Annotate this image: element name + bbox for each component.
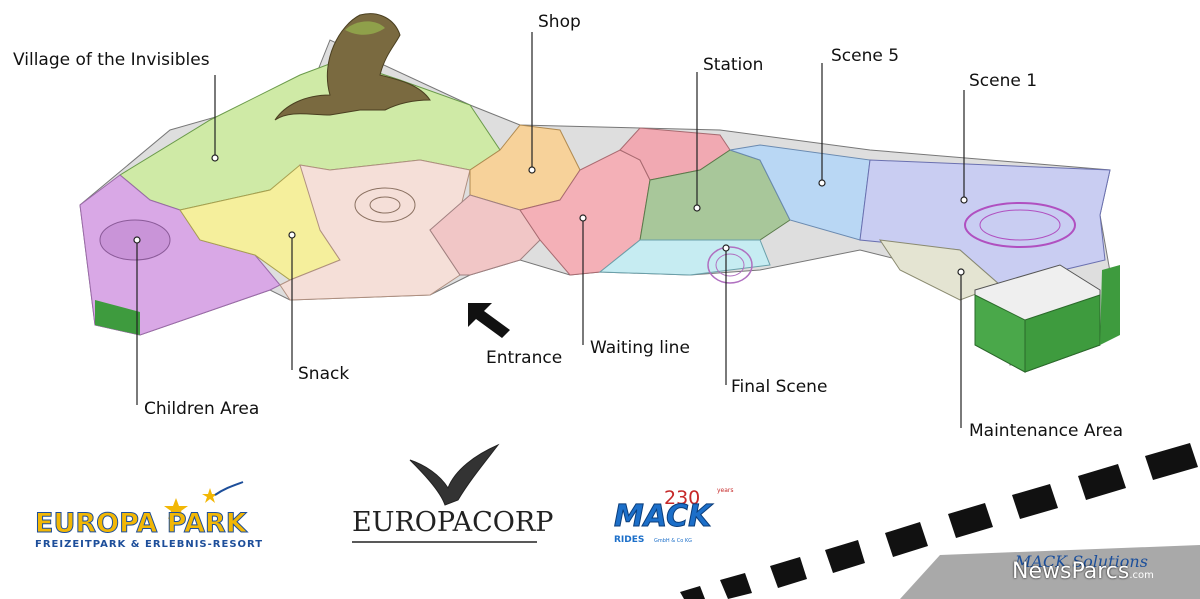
label-scene-1: Scene 1 [969, 71, 1038, 91]
label-entrance: Entrance [486, 348, 563, 368]
label-waiting-line: Waiting line [590, 338, 690, 358]
leader-lines [133, 32, 968, 428]
europacorp-angel-icon [409, 443, 500, 506]
zone-waiting-line [519, 127, 731, 276]
mack-solutions-logo: MACK Solutions [1015, 552, 1148, 571]
europacorp-logo: EUROPACORP [352, 507, 554, 538]
label-snack: Snack [298, 364, 350, 384]
label-final-scene: Final Scene [731, 377, 828, 397]
zone-scene1 [859, 159, 1111, 286]
europa-park-swoosh [214, 481, 244, 496]
zone-plaza [279, 159, 471, 301]
entrance-arrow-icon [468, 303, 510, 338]
label-children-area: Children Area [144, 399, 260, 419]
newsparcs-watermark-name: NewsParcs [1012, 559, 1130, 584]
mack-wordmark: MACK [613, 499, 712, 535]
newsparcs-watermark: NewsParcs.com [1012, 559, 1154, 584]
mack-230-label: 230 [664, 487, 701, 509]
hazard-tape [660, 440, 1200, 599]
europa-park-star-icon [164, 488, 218, 519]
mack-rides-label: RIDES [614, 535, 645, 545]
europa-park-logo-subtitle: FREIZEITPARK & ERLEBNIS-RESORT [35, 539, 264, 550]
europa-park-logo-title: EUROPA PARK [34, 508, 247, 540]
mack-rides-logo: 230 years MACK RIDES GmbH & Co KG [612, 487, 742, 547]
tree-sculpture [274, 13, 431, 121]
newsparcs-watermark-domain: .com [1129, 570, 1154, 581]
zone-maintenance-area [878, 239, 1101, 373]
label-village-of-the-invisibles: Village of the Invisibles [13, 50, 210, 70]
mack-gmbh-label: GmbH & Co KG [654, 538, 693, 544]
label-shop: Shop [538, 12, 581, 32]
zone-entrance-ramp [429, 194, 541, 276]
label-scene-5: Scene 5 [831, 46, 900, 66]
mack-years-label: years [717, 487, 734, 494]
label-station: Station [703, 55, 764, 75]
label-maintenance-area: Maintenance Area [969, 421, 1124, 441]
europa-park-logo: EUROPA PARK FREIZEITPARK & ERLEBNIS-RESO… [34, 508, 264, 551]
green-walls [95, 265, 1120, 345]
